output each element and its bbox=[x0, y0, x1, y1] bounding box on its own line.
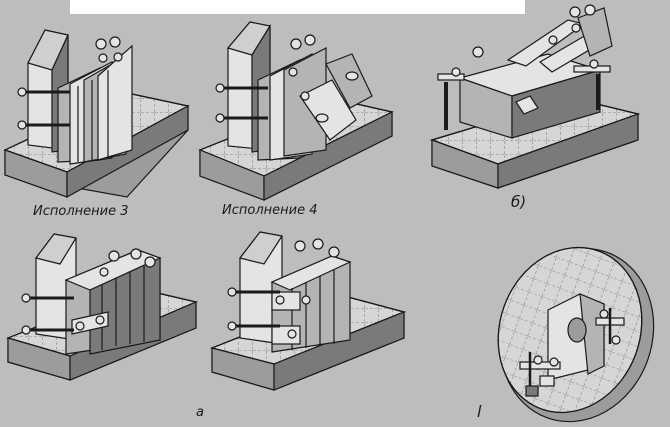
caption-label-v: l bbox=[477, 402, 482, 421]
caption-variant-4: Исполнение 4 bbox=[222, 203, 318, 218]
caption-variant-3: Исполнение 3 bbox=[33, 204, 129, 219]
fixture-variant-2 bbox=[198, 21, 394, 201]
caption-label-a: а bbox=[196, 405, 204, 420]
fixture-variant-4 bbox=[210, 231, 406, 391]
caption-label-b: б) bbox=[511, 193, 527, 211]
fixture-variant-1 bbox=[3, 29, 190, 199]
fixture-b bbox=[430, 4, 641, 189]
paper-edge bbox=[70, 0, 525, 14]
fixture-v-faceplate bbox=[497, 246, 655, 423]
fixture-variant-3 bbox=[6, 233, 198, 381]
